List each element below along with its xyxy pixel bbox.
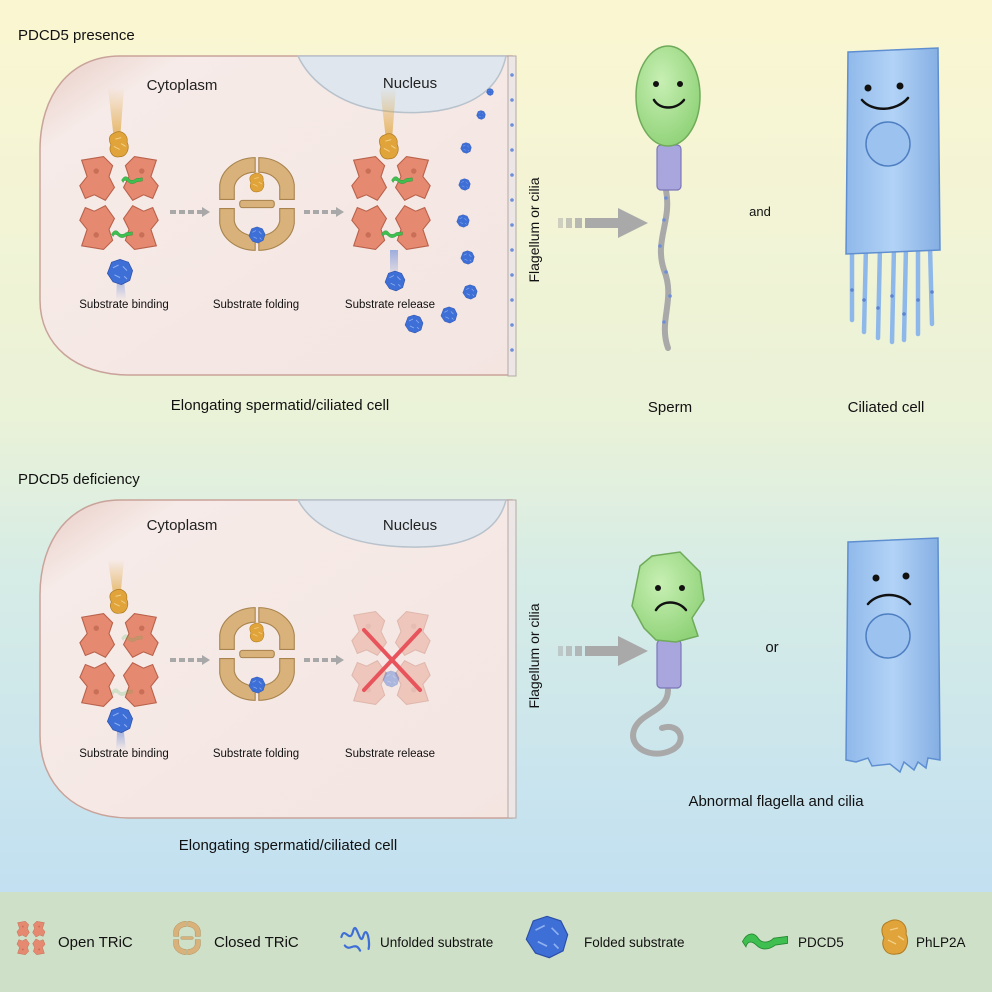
bottom-heading: PDCD5 deficiency (18, 471, 140, 488)
top-step-release: Substrate release (345, 88, 435, 311)
sperm-label: Sperm (648, 399, 692, 416)
ciliated-label: Ciliated cell (848, 399, 925, 416)
legend-label-pdcd5: PDCD5 (798, 935, 844, 950)
top-step-2-label: Substrate folding (213, 299, 299, 311)
top-step-binding: Substrate binding (79, 88, 169, 311)
abnormal-ciliated-cell (845, 537, 941, 774)
bottom-step-2-label: Substrate folding (213, 748, 299, 760)
coiled-flagellum (630, 687, 684, 757)
misshapen-sperm-head (631, 551, 705, 643)
bottom-nucleus (296, 499, 507, 548)
bottom-step-3-label: Substrate release (345, 748, 435, 760)
legend: Open TRiC Closed TRiC Unfolded substrate… (0, 892, 992, 992)
sperm-head (635, 45, 701, 147)
healthy-sperm: Sperm (635, 45, 701, 416)
legend-label-folded: Folded substrate (584, 935, 685, 950)
frown (866, 593, 912, 606)
top-flagellum-strip (507, 55, 517, 377)
sperm-midpiece (656, 144, 682, 191)
abnormal-sperm (630, 551, 705, 757)
bottom-flagellum-label: Flagellum or cilia (526, 603, 542, 708)
legend-label-open-tric: Open TRiC (58, 934, 133, 951)
top-heading: PDCD5 presence (18, 27, 135, 44)
legend-label-unfolded: Unfolded substrate (380, 935, 493, 950)
sperm-flagellum (657, 187, 672, 351)
bottom-cell-caption: Elongating spermatid/ciliated cell (179, 837, 397, 854)
legend-label-closed-tric: Closed TRiC (214, 934, 299, 951)
bottom-step-1-label: Substrate binding (79, 748, 169, 760)
bottom-flagellum-strip (507, 499, 517, 819)
bottom-nucleus-label: Nucleus (383, 517, 437, 534)
phlp2a-icon (109, 588, 129, 614)
top-nucleus-label: Nucleus (383, 75, 437, 92)
bottom-step-release-blocked: Substrate release (345, 611, 435, 760)
top-cytoplasm-label: Cytoplasm (147, 77, 218, 94)
frown (654, 601, 688, 612)
bottom-step-binding: Substrate binding (79, 560, 169, 760)
top-connector: and (749, 204, 771, 219)
top-step-1-label: Substrate binding (79, 299, 169, 311)
smile (860, 96, 910, 110)
bottom-panel: PDCD5 deficiency Cytoplasm Nucleus Flage… (18, 471, 941, 854)
cell-nucleus (865, 121, 911, 167)
top-panel: PDCD5 presence Cytoplasm Nucleus Flagell… (18, 27, 941, 416)
phlp2a-icon (881, 919, 909, 955)
phlp2a-icon (249, 622, 265, 643)
bottom-cell-body (39, 499, 513, 819)
block-cross-icon (362, 628, 422, 692)
top-cell-caption: Elongating spermatid/ciliated cell (171, 397, 389, 414)
bottom-cytoplasm-label: Cytoplasm (147, 517, 218, 534)
smile (652, 98, 686, 109)
sperm-midpiece (656, 639, 682, 689)
bottom-outcome-label: Abnormal flagella and cilia (688, 793, 864, 810)
cell-nucleus (865, 613, 911, 659)
top-flagellum-label: Flagellum or cilia (526, 177, 542, 282)
top-step-folding: Substrate folding (213, 157, 299, 311)
phlp2a-icon (378, 133, 399, 160)
legend-background (0, 892, 992, 992)
legend-label-phlp2a: PhLP2A (916, 935, 966, 950)
healthy-ciliated-cell: Ciliated cell (845, 47, 941, 416)
phlp2a-icon (249, 172, 265, 193)
cilia (849, 243, 935, 345)
phlp2a-icon (108, 131, 129, 158)
top-step-3-label: Substrate release (345, 299, 435, 311)
bottom-step-folding: Substrate folding (213, 607, 299, 760)
bottom-connector: or (765, 639, 778, 656)
